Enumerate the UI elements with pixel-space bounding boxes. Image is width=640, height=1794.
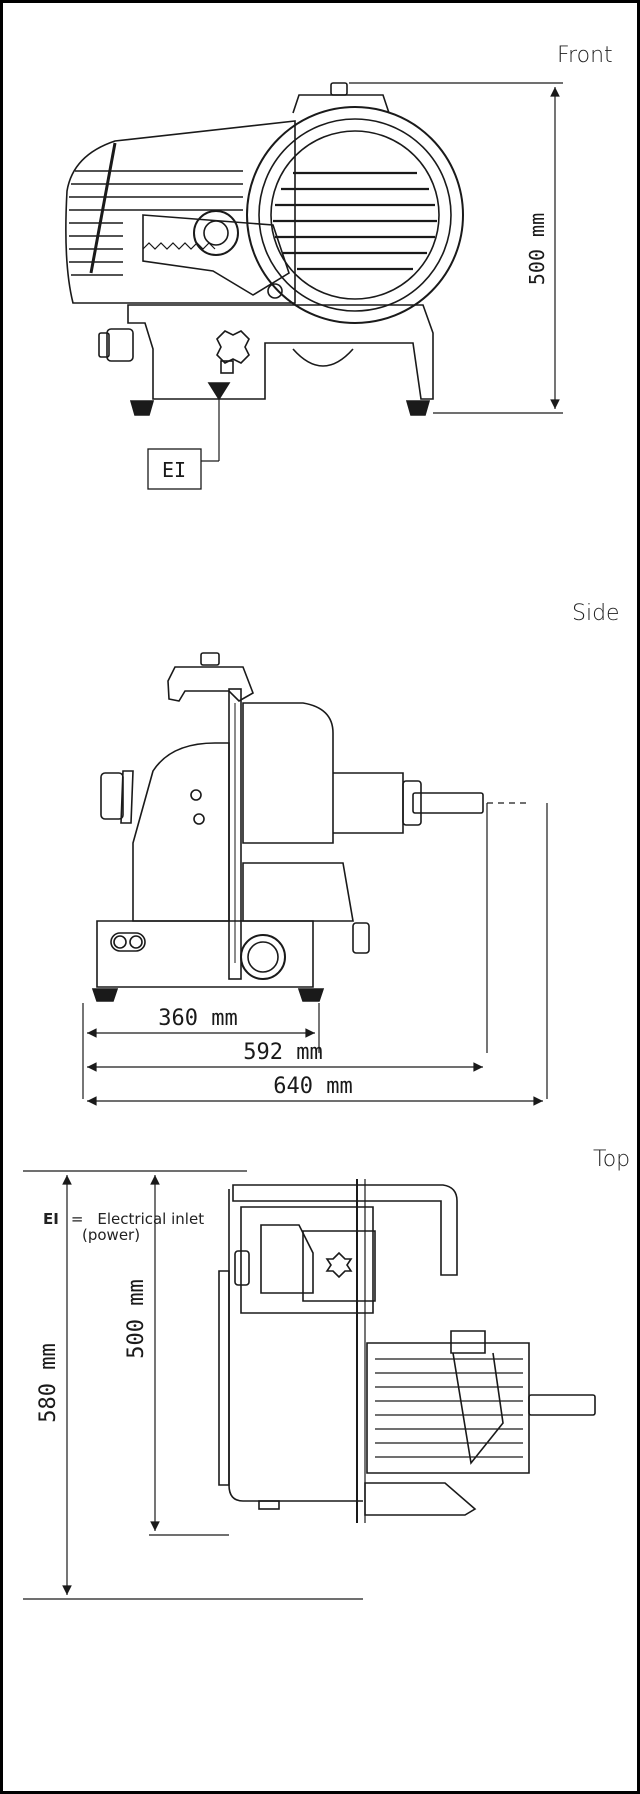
front-height-dimension: 500 mm [525, 213, 549, 285]
top-dimension-inner: 500 mm [124, 1279, 149, 1358]
front-view-label: Front [557, 43, 613, 68]
legend-code: EI [43, 1210, 59, 1228]
top-dimension-outer: 580 mm [36, 1343, 61, 1422]
pusher-teeth [142, 242, 216, 250]
front-dimension [349, 82, 563, 414]
side-view-label: Side [572, 601, 620, 626]
legend-subtext: (power) [82, 1226, 141, 1244]
top-view-label: Top [593, 1147, 631, 1172]
inlet-marker-label: EI [162, 458, 186, 482]
top-view-drawing [218, 1179, 596, 1523]
top-dimensions [23, 1170, 363, 1600]
side-dimension-640: 640 mm [273, 1074, 352, 1099]
side-view-drawing [91, 652, 484, 1002]
front-body-ribs [69, 170, 243, 276]
blade-ribs [273, 171, 437, 271]
side-dimensions [82, 802, 548, 1106]
legend-separator: = [70, 1210, 84, 1228]
side-dimension-360: 360 mm [158, 1006, 237, 1031]
side-dimension-592: 592 mm [243, 1040, 322, 1065]
front-view-drawing [65, 82, 464, 490]
technical-drawing: EI 500 mm [23, 82, 596, 1600]
